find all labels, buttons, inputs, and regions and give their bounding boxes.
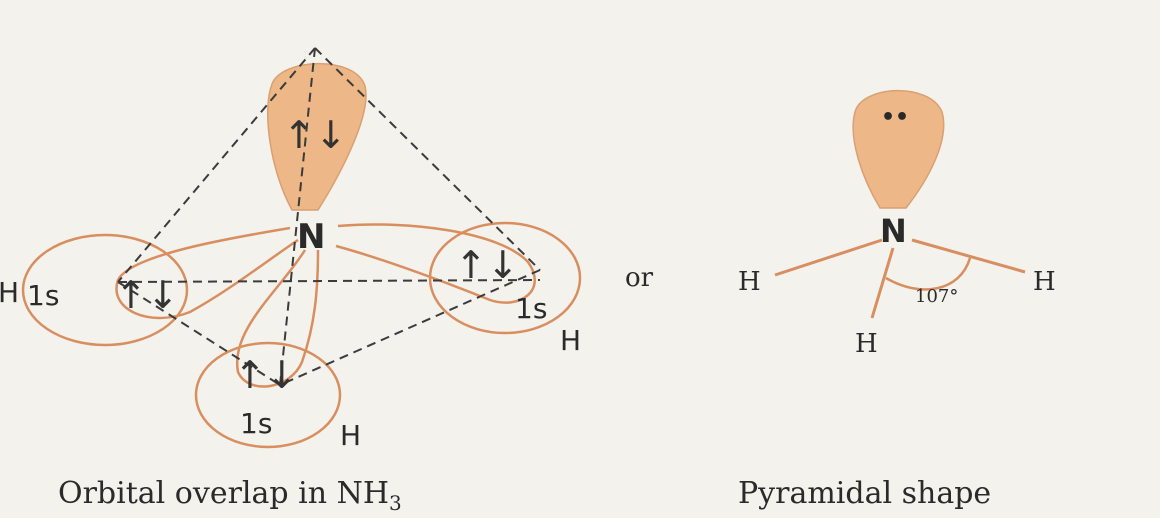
nitrogen-label: N [297, 217, 325, 257]
caption-orbital-overlap: Orbital overlap in NH3 [58, 476, 402, 515]
bond-pair-arrows-right: ↑↓ [455, 243, 519, 287]
h-1s-circle-left [21, 233, 189, 347]
sp3-lobe-bottom [235, 249, 320, 388]
hydrogen-label-bottom-pyramid: H [855, 329, 878, 359]
hydrogen-label-right: H [560, 324, 581, 357]
lone-pair-dots: •• [881, 105, 909, 130]
tetrahedron-outline [117, 47, 541, 386]
bond-angle-label: 107° [915, 286, 958, 307]
bond-pair-arrows-left: ↑↓ [115, 273, 179, 317]
orbital-overlap-diagram: ↑↓ N H 1s ↑↓ ↑↓ 1s H ↑↓ 1s H Orbital ove… [0, 47, 582, 515]
lone-pair-arrows: ↑↓ [283, 113, 347, 157]
pyramidal-shape-diagram: •• N H H H 107° Pyramidal shape [738, 89, 1056, 511]
hydrogen-label-left-pyramid: H [738, 267, 761, 297]
lone-pair-lobe-right [852, 89, 945, 209]
hydrogen-label-bottom: H [340, 419, 361, 452]
bond-pair-arrows-bottom: ↑↓ [234, 353, 298, 397]
hydrogen-label-left: H [0, 276, 19, 309]
orbital-1s-label-left: 1s [27, 279, 59, 312]
orbital-1s-label-right: 1s [515, 292, 547, 325]
hydrogen-label-right-pyramid: H [1033, 267, 1056, 297]
lone-pair-lobe [267, 62, 367, 211]
sp3-lobe-left [115, 226, 299, 320]
h-1s-circle-bottom [194, 341, 342, 449]
sp3-lobe-right [335, 223, 536, 304]
bond-angle-arc [885, 257, 972, 291]
nitrogen-label-right: N [880, 212, 907, 250]
caption-pyramidal-shape: Pyramidal shape [738, 476, 991, 511]
or-separator: or [625, 263, 654, 293]
bond-lines [774, 238, 1026, 319]
orbital-1s-label-bottom: 1s [240, 407, 272, 440]
